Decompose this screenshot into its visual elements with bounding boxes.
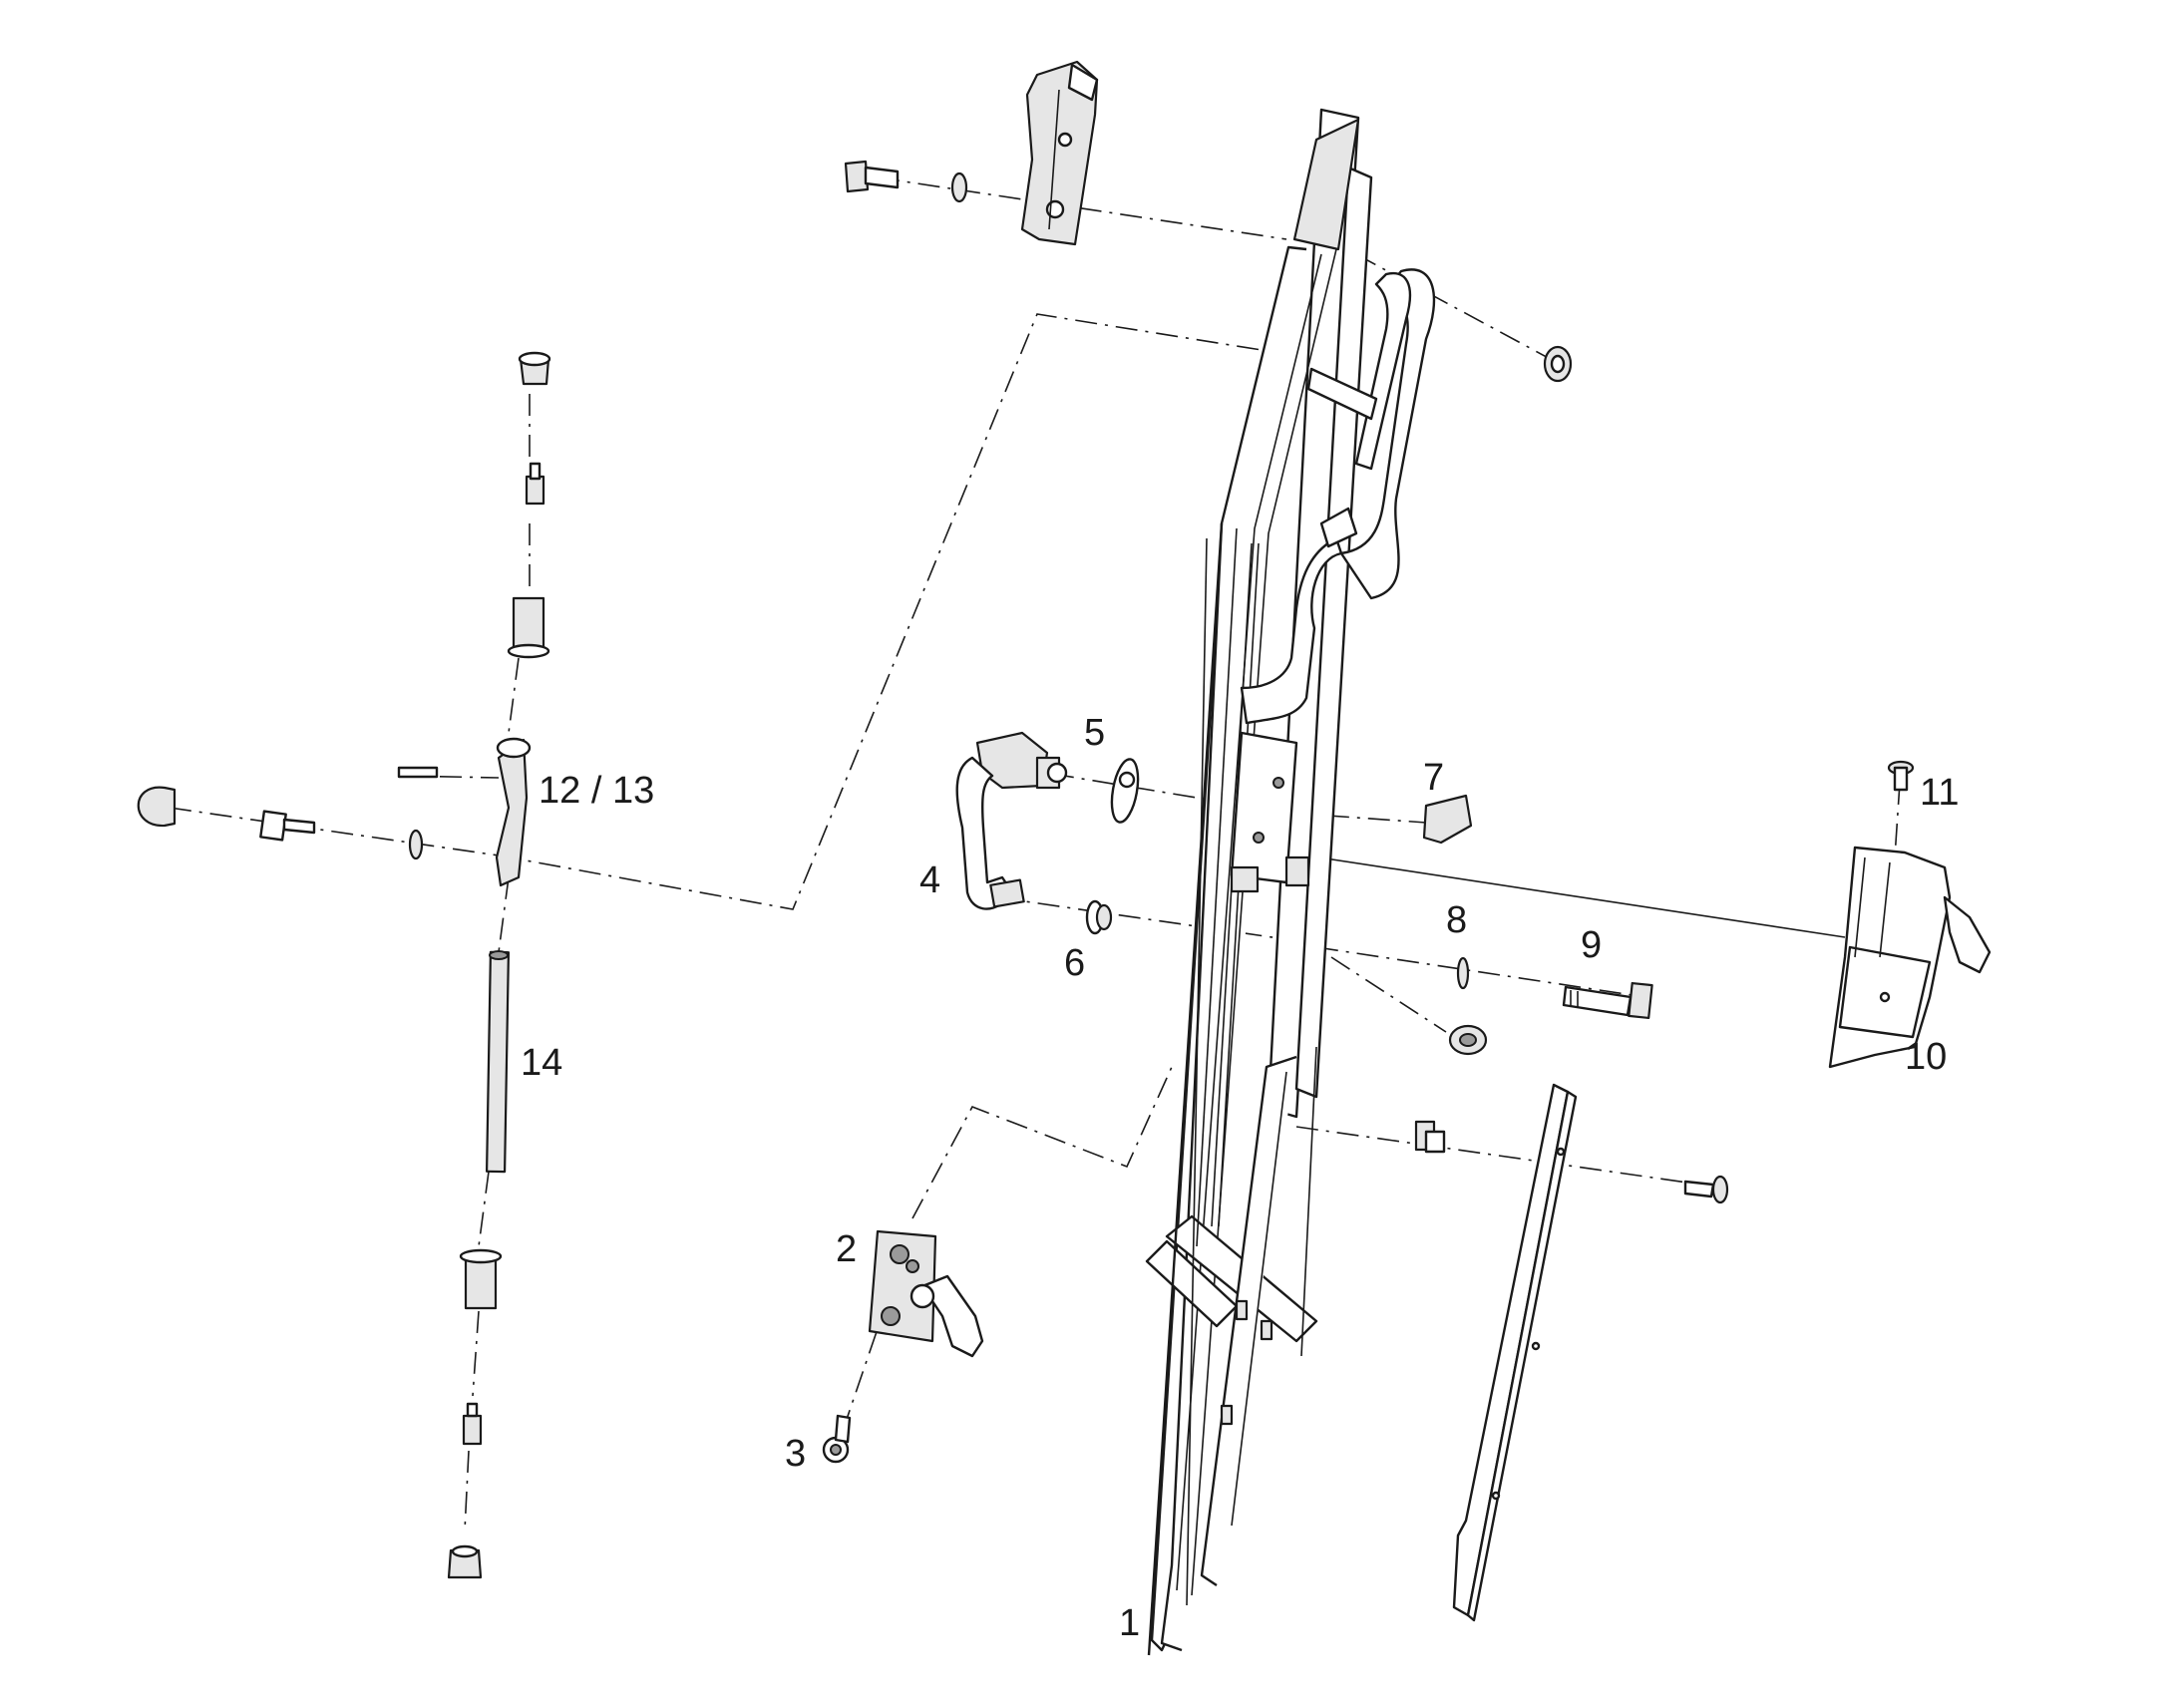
callout-1: 1 <box>1119 1602 1140 1644</box>
panel-screw <box>1683 1175 1729 1204</box>
latch-cover <box>1828 846 1992 1069</box>
cover-screw <box>1887 760 1915 792</box>
side-end-cap <box>137 786 177 828</box>
callout-12-13: 12 / 13 <box>539 770 654 812</box>
callout-6: 6 <box>1064 942 1085 984</box>
top-bolt <box>844 160 900 193</box>
top-right-washer <box>1543 345 1573 383</box>
callout-10: 10 <box>1905 1036 1947 1078</box>
hinge-arm <box>495 738 529 887</box>
callout-14: 14 <box>521 1042 562 1084</box>
top-hinge-bracket <box>1020 60 1099 246</box>
hinge-pin-14 <box>485 950 511 1174</box>
door-handle <box>955 731 1068 910</box>
handle-washer <box>1085 899 1113 935</box>
side-panel <box>1452 1083 1578 1622</box>
callout-labels: 1 2 3 4 5 6 7 8 9 10 11 12 / 13 14 <box>521 712 1959 1644</box>
callout-7: 7 <box>1423 757 1444 799</box>
assembly-centerlines <box>169 176 1901 1532</box>
latch-assembly <box>868 1229 984 1358</box>
callout-5: 5 <box>1084 712 1105 754</box>
grab-rail <box>1240 268 1436 725</box>
panel-clip <box>1414 1120 1446 1154</box>
handle-gasket <box>1110 758 1140 824</box>
callout-11: 11 <box>1920 772 1959 814</box>
hex-bolt <box>1562 981 1653 1020</box>
lock-washer <box>1448 1024 1488 1056</box>
latch-screw <box>822 1414 852 1464</box>
callout-3: 3 <box>785 1433 806 1475</box>
hinge-pin-stack <box>137 351 551 1579</box>
top-washer <box>950 171 968 203</box>
spacer <box>1456 956 1470 990</box>
latch-tab <box>1422 794 1473 845</box>
callout-2: 2 <box>836 1228 857 1270</box>
callout-4: 4 <box>919 859 940 901</box>
callout-9: 9 <box>1581 924 1602 966</box>
callout-8: 8 <box>1446 899 1467 941</box>
door-frame <box>1145 108 1373 1656</box>
